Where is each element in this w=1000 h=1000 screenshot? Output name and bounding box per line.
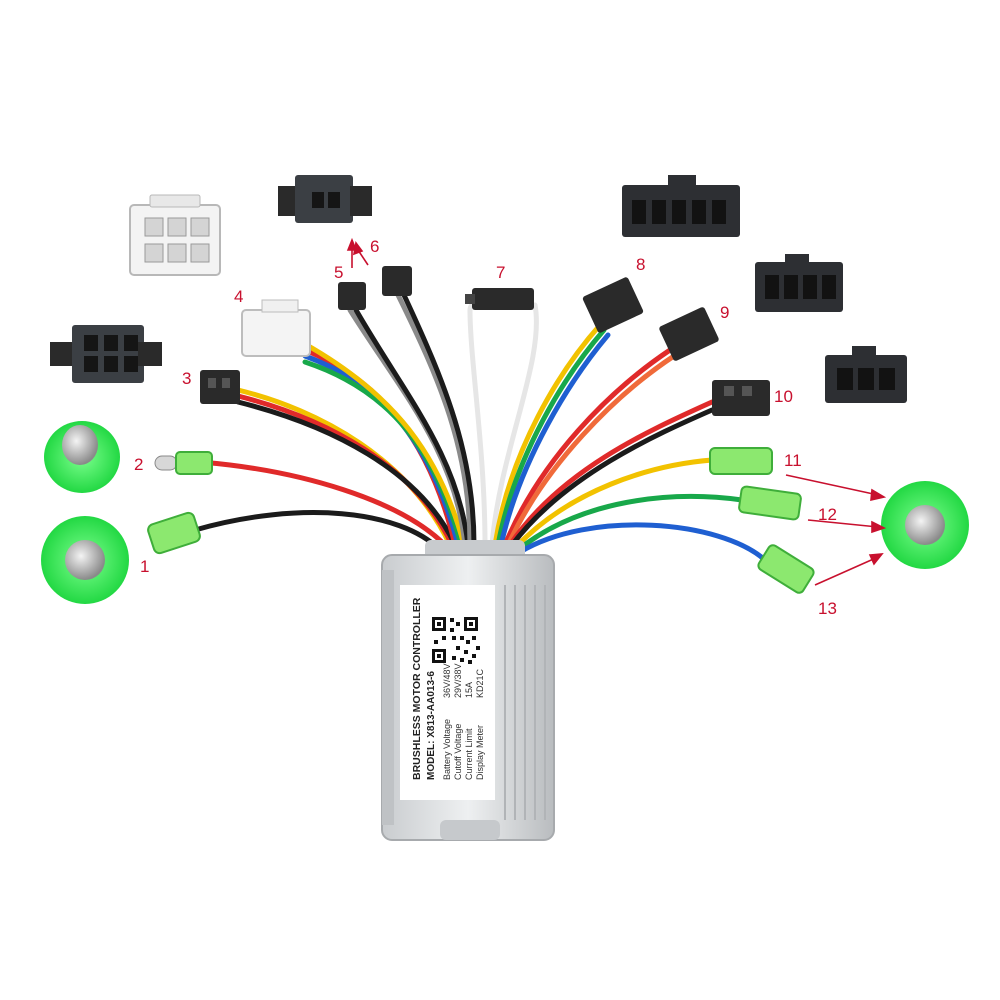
spec-value-0: 36V/48V bbox=[442, 663, 452, 698]
terminal-11 bbox=[709, 447, 773, 475]
callout-11: 11 bbox=[784, 451, 802, 470]
qr-code bbox=[430, 615, 480, 665]
callout-6: 6 bbox=[370, 237, 379, 256]
pointer-arrows bbox=[346, 237, 887, 586]
spec-name-1: Cutoff Voltage bbox=[453, 724, 463, 780]
callout-1: 1 bbox=[140, 557, 149, 576]
spec-name-0: Battery Voltage bbox=[442, 719, 452, 780]
callout-7: 7 bbox=[496, 263, 505, 282]
terminal-2 bbox=[154, 451, 213, 475]
connector-black-4pin-left bbox=[50, 325, 162, 383]
wire-8-blue bbox=[498, 332, 611, 548]
callout-2: 2 bbox=[134, 455, 143, 474]
wire-4-yellow bbox=[302, 341, 467, 548]
callout-9: 9 bbox=[720, 303, 729, 322]
wire-7-white-b bbox=[489, 302, 539, 548]
plug-10 bbox=[712, 380, 770, 416]
wire-2-red bbox=[197, 459, 448, 548]
plug-3 bbox=[200, 370, 240, 404]
controller-housing: BRUSHLESS MOTOR CONTROLLER MODEL: X813-A… bbox=[381, 540, 555, 841]
bullet-socket-left-bottom bbox=[41, 516, 129, 604]
connector-black-4pin bbox=[755, 254, 843, 312]
callout-8: 8 bbox=[636, 255, 645, 274]
callout-5: 5 bbox=[334, 263, 343, 282]
spec-value-2: 15A bbox=[464, 682, 474, 698]
wire-6-grey bbox=[395, 292, 473, 548]
callout-3: 3 bbox=[182, 369, 191, 388]
wire-3-black bbox=[235, 399, 458, 548]
callout-labels: 1 2 3 4 5 6 7 8 9 10 11 12 13 bbox=[134, 237, 837, 618]
bullet-socket-right bbox=[881, 481, 969, 569]
terminal-1 bbox=[147, 511, 201, 555]
plug-4-white bbox=[241, 299, 311, 357]
callout-12: 12 bbox=[818, 505, 837, 524]
wire-6-black bbox=[401, 292, 477, 548]
plug-5 bbox=[338, 282, 366, 310]
spec-name-3: Display Meter bbox=[475, 725, 485, 780]
wire-5-black bbox=[353, 307, 471, 548]
callout-10: 10 bbox=[774, 387, 793, 406]
wire-1-black bbox=[192, 510, 443, 553]
wire-8-yellow bbox=[492, 322, 603, 548]
label-title: BRUSHLESS MOTOR CONTROLLER bbox=[411, 597, 423, 780]
wire-8-green bbox=[495, 327, 607, 548]
wire-13-blue bbox=[517, 522, 768, 563]
wire-10-black bbox=[509, 407, 715, 548]
bullet-socket-left-top bbox=[44, 421, 120, 493]
spec-value-3: KD21C bbox=[475, 668, 485, 698]
plug-8 bbox=[582, 277, 644, 333]
wire-10-red bbox=[507, 399, 715, 548]
connector-black-6pin bbox=[622, 175, 740, 237]
wire-9-orange bbox=[505, 353, 677, 548]
connector-black-3pin bbox=[825, 346, 907, 403]
terminal-12 bbox=[738, 485, 802, 521]
callout-4: 4 bbox=[234, 287, 243, 306]
spec-name-2: Current Limit bbox=[464, 728, 474, 780]
connector-black-2pin-top bbox=[278, 175, 372, 223]
plug-6 bbox=[382, 266, 412, 296]
connector-white-6pin bbox=[129, 194, 221, 276]
spec-value-1: 29V/38V bbox=[453, 663, 463, 698]
terminal-13 bbox=[757, 544, 815, 594]
wire-11-yellow bbox=[512, 457, 715, 551]
callout-13: 13 bbox=[818, 599, 837, 618]
label-model: MODEL: X813-AA013-6 bbox=[426, 671, 437, 780]
plug-9 bbox=[659, 307, 719, 361]
plug-7 bbox=[465, 288, 534, 310]
wire-12-green bbox=[515, 494, 745, 553]
wire-9-red bbox=[502, 347, 673, 548]
